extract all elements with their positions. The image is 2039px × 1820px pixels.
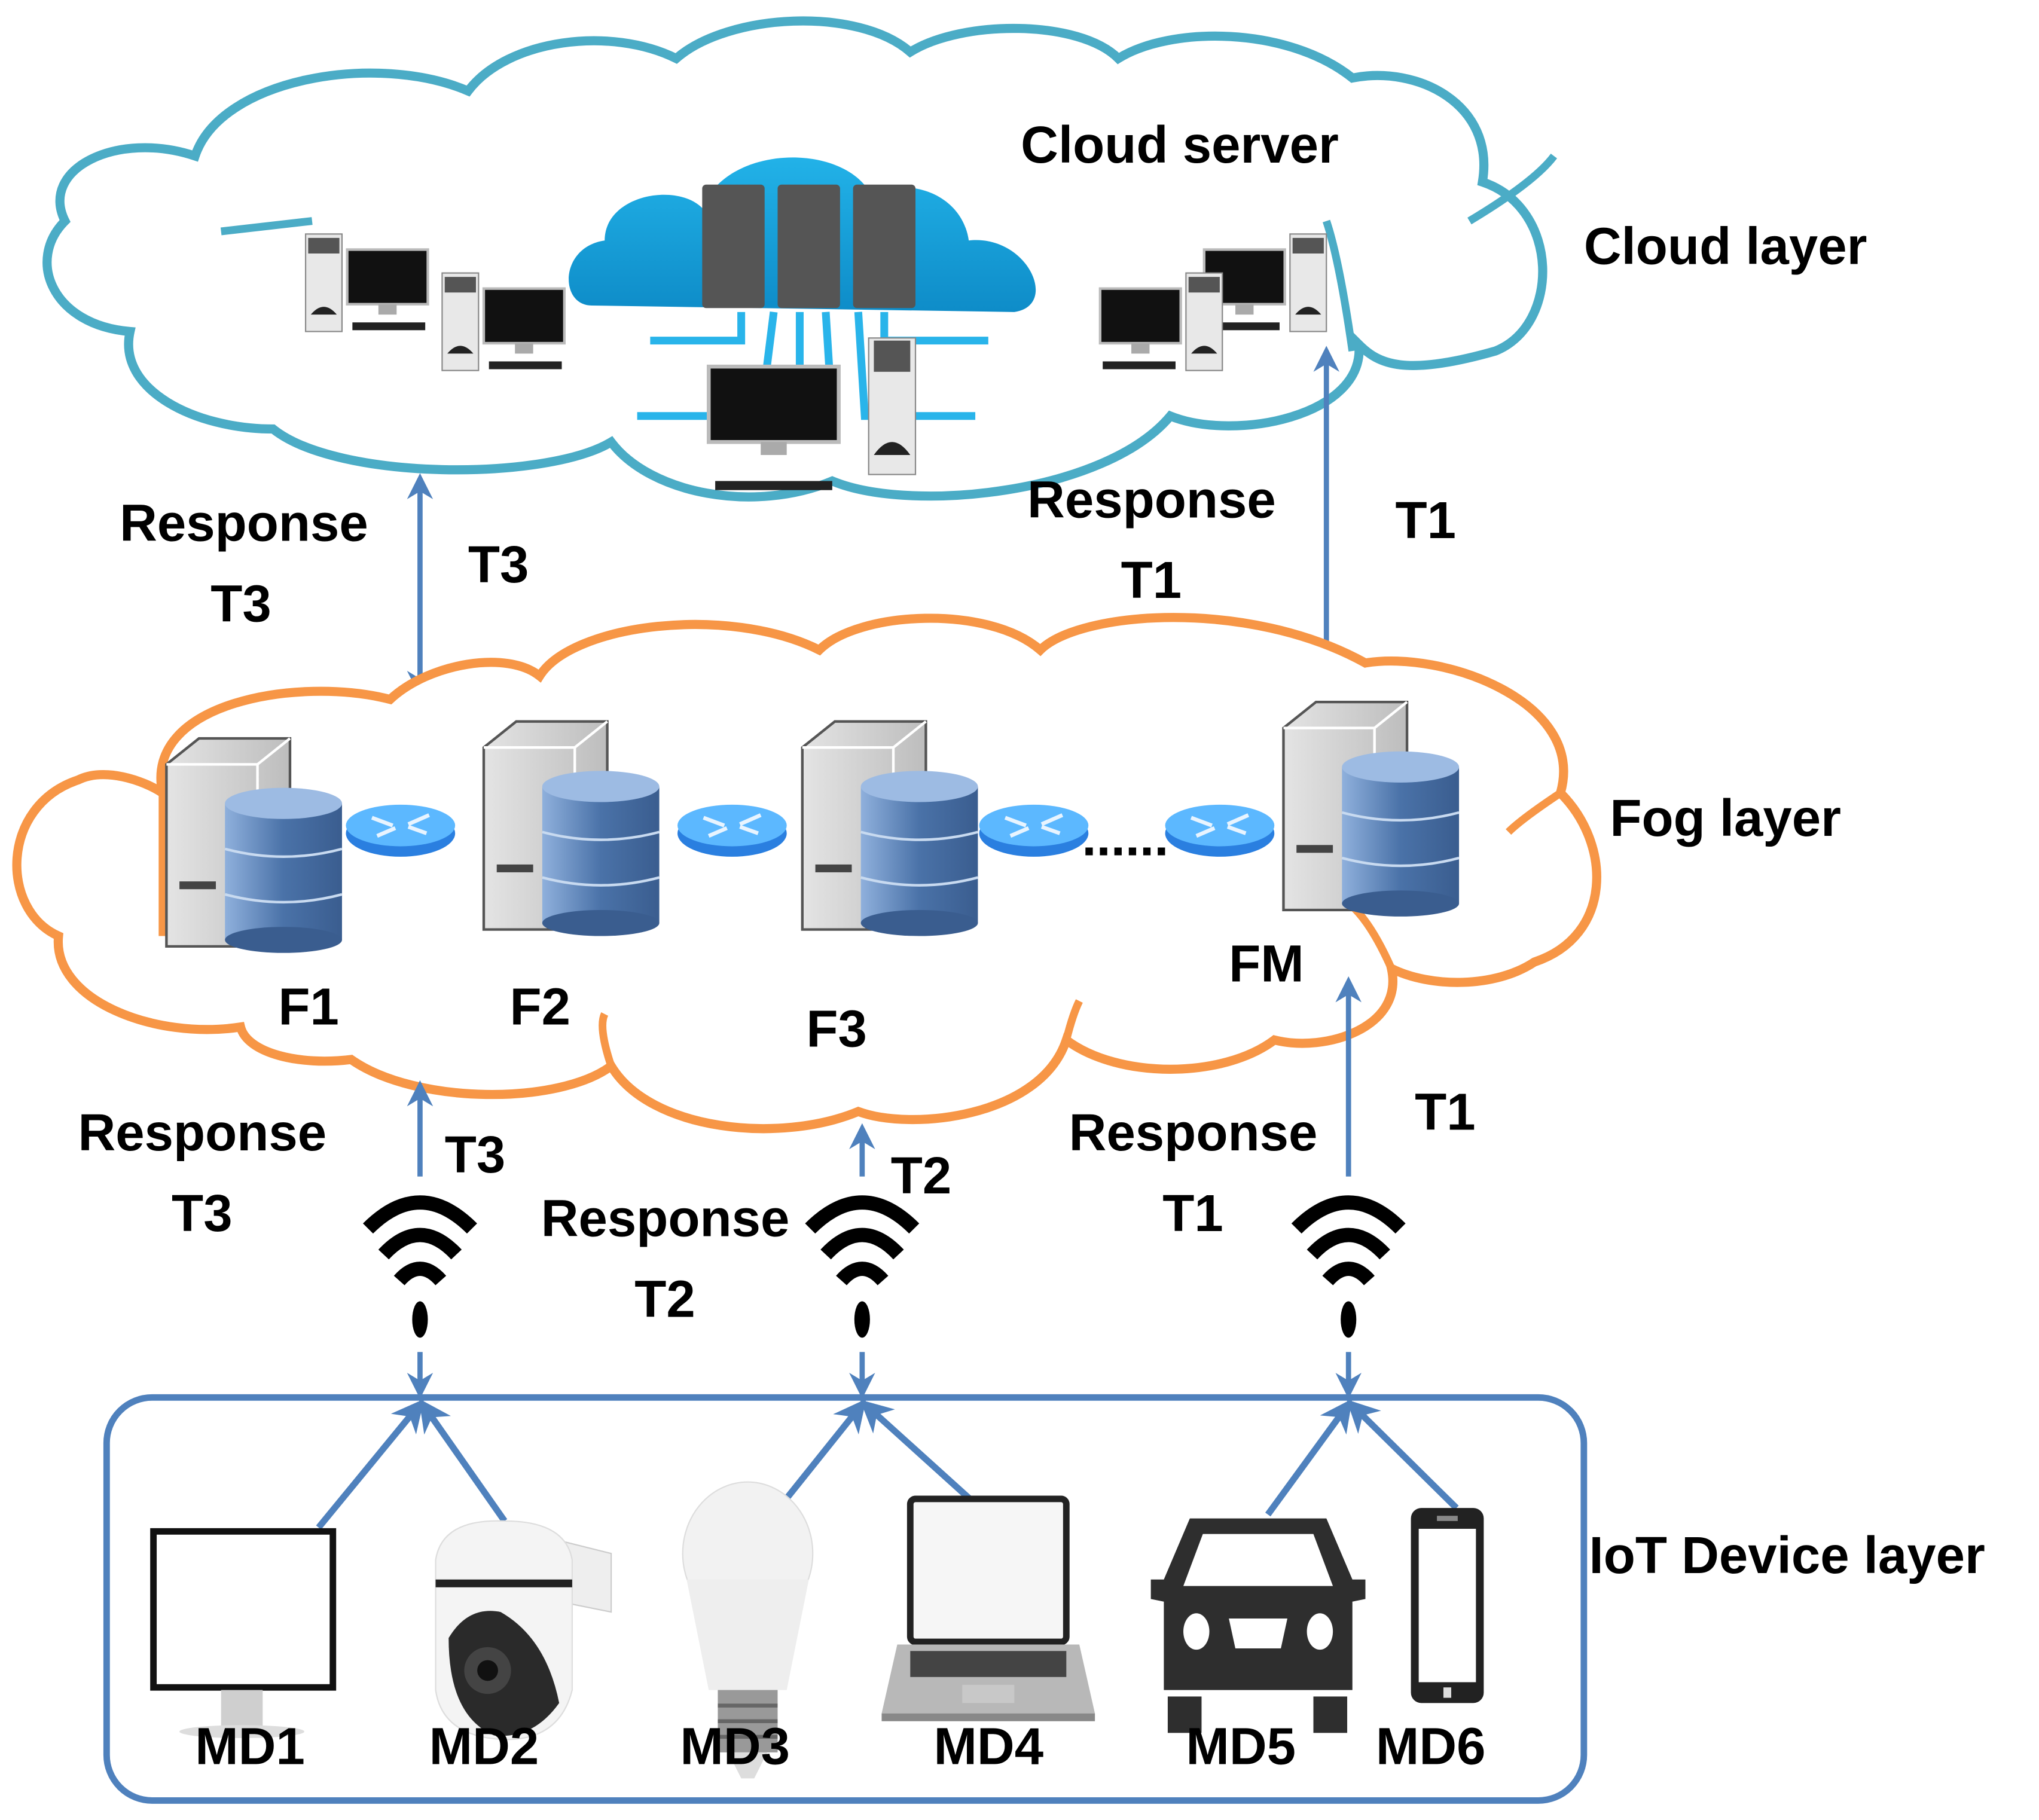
cloud-fm-link: Response T1 T1 xyxy=(1027,346,1457,682)
fog-node-label: F3 xyxy=(806,1000,867,1058)
fog-node-label: FM xyxy=(1229,935,1304,993)
fog-node-label: F2 xyxy=(510,978,571,1036)
ellipsis: ...... xyxy=(1082,809,1168,867)
response-task-label: T2 xyxy=(634,1271,695,1329)
device-label: MD5 xyxy=(1186,1718,1296,1776)
task-label: T2 xyxy=(891,1147,952,1205)
fog-node-label: F1 xyxy=(278,978,339,1036)
response-task-label: T3 xyxy=(172,1184,233,1242)
iot-device-layer: MD1 MD2 MD3 MD4 MD5 MD6 IoT Device layer xyxy=(103,1394,1985,1804)
response-label: Response xyxy=(541,1190,790,1248)
car-icon xyxy=(1150,1518,1366,1733)
security-camera-icon xyxy=(435,1520,612,1740)
smartphone-icon xyxy=(1411,1508,1484,1703)
router-icon xyxy=(346,805,455,857)
device-label: MD2 xyxy=(429,1718,539,1776)
response-task-label: T1 xyxy=(1121,551,1182,609)
laptop-icon xyxy=(881,1495,1095,1721)
response-label: Response xyxy=(1027,471,1276,529)
cloud-f1-link: Response T3 T3 xyxy=(120,473,529,697)
device-label: MD3 xyxy=(680,1718,790,1776)
response-task-label: T3 xyxy=(210,575,271,633)
light-bulb-icon xyxy=(682,1481,814,1779)
task-label: T1 xyxy=(1396,491,1457,549)
iot-device-layer-title: IoT Device layer xyxy=(1589,1526,1985,1584)
cloud-server-icon xyxy=(569,157,1036,429)
monitor-icon xyxy=(150,1528,337,1739)
fog-right-link: Response T1 T1 xyxy=(1069,976,1476,1399)
wifi-icon xyxy=(368,1202,472,1337)
device-label: MD4 xyxy=(933,1718,1043,1776)
fog-layer-title: Fog layer xyxy=(1610,789,1841,847)
desktop-computer-icon xyxy=(706,337,917,490)
wifi-icon xyxy=(810,1202,914,1337)
wifi-icon xyxy=(1296,1202,1400,1337)
fog-layer: ...... F1 F2 F3 FM Fog layer xyxy=(12,613,1841,1134)
device-label: MD6 xyxy=(1376,1718,1486,1776)
cloud-server-label: Cloud server xyxy=(1021,116,1339,174)
cloud-layer-title: Cloud layer xyxy=(1584,217,1867,275)
router-icon xyxy=(1165,805,1275,857)
task-label: T3 xyxy=(468,536,529,594)
fog-mid-link: Response T2 T2 xyxy=(541,1123,952,1399)
response-label: Response xyxy=(120,494,368,552)
task-label: T1 xyxy=(1415,1083,1476,1141)
router-icon xyxy=(677,805,787,857)
router-icon xyxy=(979,805,1089,857)
response-label: Response xyxy=(1069,1104,1318,1162)
device-label: MD1 xyxy=(195,1718,305,1776)
iot-device-layer-box xyxy=(103,1394,1588,1804)
fog-left-link: Response T3 T3 xyxy=(78,1080,506,1399)
response-label: Response xyxy=(78,1104,326,1162)
task-label: T3 xyxy=(445,1126,506,1184)
cloud-layer: Cloud server Cloud layer xyxy=(42,16,1867,502)
response-task-label: T1 xyxy=(1162,1184,1223,1242)
device-links xyxy=(316,1398,1459,1530)
